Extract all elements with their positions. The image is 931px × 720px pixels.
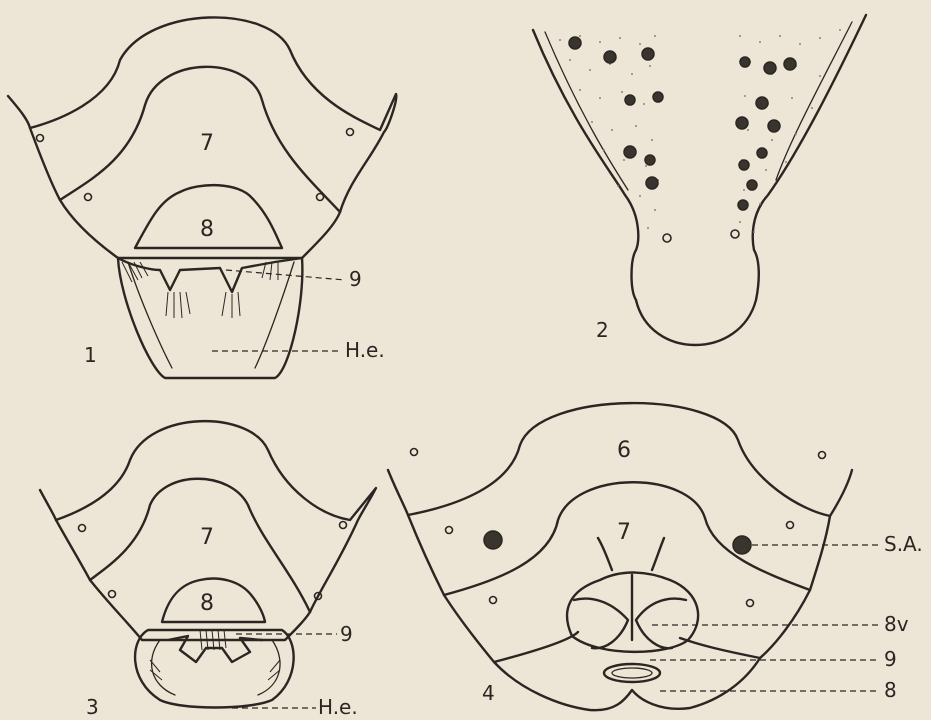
fig3-spiracle-left-lower: [109, 591, 116, 598]
fig3-segment-7-outline: [40, 421, 376, 612]
fig4-vesica-plate: [574, 599, 628, 649]
fig3-spiracle-right-upper: [340, 522, 347, 529]
fig2-spiracle-right: [731, 230, 739, 238]
fig1-spiracle-left-upper: [37, 135, 44, 142]
fig1-segment-7-label: 7: [200, 131, 214, 156]
fig4-callout-sa: S.A.: [884, 532, 923, 556]
fig4-styles: [598, 538, 664, 570]
fig4-anal-tube-inner: [612, 668, 652, 678]
fig4-scent-aperture-left: [484, 531, 502, 549]
fig2-number: 2: [596, 318, 609, 342]
fig1-spiracle-right-lower: [317, 194, 324, 201]
fig1-spiracle-right-upper: [347, 129, 354, 136]
fig4-scent-aperture-right: [733, 536, 751, 554]
fig4-vesica-plate-right: [636, 599, 686, 649]
fig1-spiracle-left-lower: [85, 194, 92, 201]
fig3-segment-8-label: 8: [200, 591, 214, 616]
fig1-hypandrium-inner: [128, 262, 294, 368]
fig1-segment-8-label: 8: [200, 217, 214, 242]
figure-4: 6 7 S.A. 8v 9 8 4: [388, 403, 923, 710]
fig2-spiracle-left: [663, 234, 671, 242]
fig4-spiracle-left-upper: [411, 449, 418, 456]
figure-3: 7 8 9 H.e. 3: [40, 421, 376, 719]
fig1-segment-7-outline: [8, 17, 396, 212]
fig4-spiracle-left-mid: [446, 527, 453, 534]
fig3-number: 3: [86, 695, 99, 719]
fig1-callout-9-leader: [226, 270, 345, 280]
fig4-callout-8: 8: [884, 678, 897, 702]
fig1-number: 1: [84, 343, 97, 367]
fig3-callout-he: H.e.: [318, 695, 358, 719]
fig1-callout-9: 9: [349, 267, 362, 291]
fig3-callout-9: 9: [340, 622, 353, 646]
fig4-spiracle-right-mid: [787, 522, 794, 529]
fig2-stipple-left: [559, 35, 659, 229]
fig2-outline: [533, 15, 866, 345]
fig4-callout-8v: 8v: [884, 612, 909, 636]
figure-2: 2: [533, 15, 866, 345]
fig4-spiracle-left-lower: [490, 597, 497, 604]
figure-1: 7 8 9 H.e. 1: [8, 17, 396, 378]
fig3-spiracle-left-upper: [79, 525, 86, 532]
fig4-segment-7-label: 7: [617, 520, 631, 545]
fig3-segment-boundary-7-8: [56, 479, 310, 612]
fig2-punctures-right: [736, 57, 796, 210]
fig3-segment-7-label: 7: [200, 525, 214, 550]
fig1-genital-plate: [118, 258, 302, 292]
fig4-segment-6-label: 6: [617, 438, 631, 463]
fig4-segment-8-outline: [494, 658, 760, 710]
fig4-number: 4: [482, 681, 495, 705]
fig1-callout-he: H.e.: [345, 338, 385, 362]
fig2-right-margin-line: [776, 22, 852, 180]
fig4-callout-9: 9: [884, 647, 897, 671]
fig4-spiracle-right-upper: [819, 452, 826, 459]
fig3-setae: [150, 630, 280, 680]
fig4-spiracle-right-lower: [747, 600, 754, 607]
